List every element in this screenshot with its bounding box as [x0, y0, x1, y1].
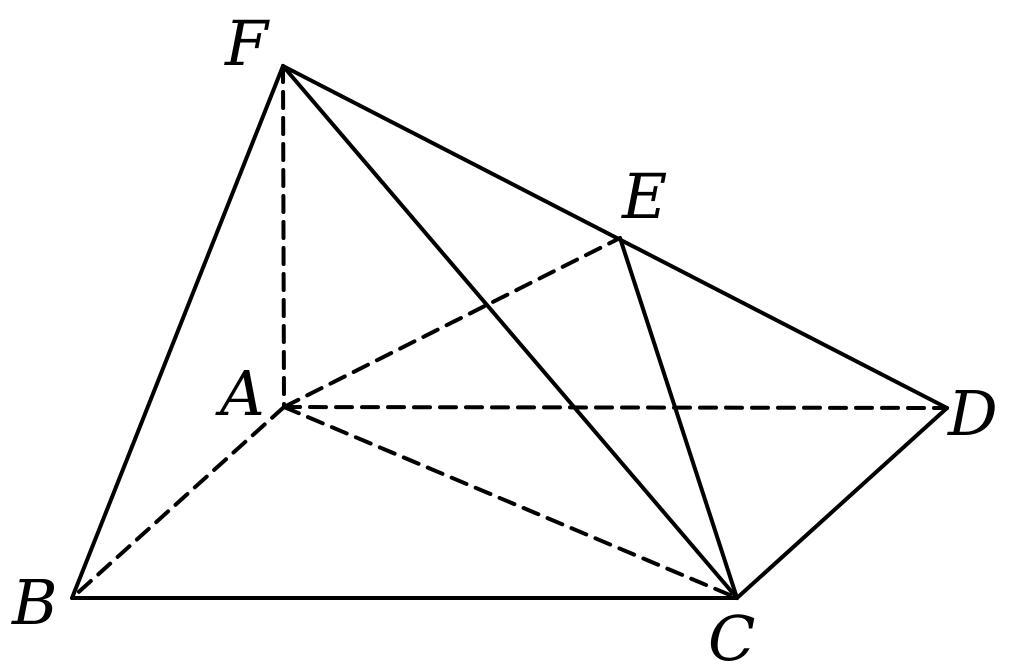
edge-EC	[618, 236, 739, 600]
vertex-label-A: A	[215, 357, 265, 430]
edge-AE	[282, 236, 622, 409]
vertex-label-B: B	[11, 566, 58, 639]
edge-FD	[281, 64, 949, 410]
edge-FC	[281, 64, 739, 600]
vertex-labels: F E A D B C	[11, 7, 998, 671]
vertex-label-F: F	[224, 7, 270, 80]
edge-AB	[70, 405, 286, 600]
edge-DC	[735, 406, 949, 600]
edge-AC	[282, 405, 739, 600]
vertex-label-D: D	[947, 377, 998, 450]
edge-FA	[281, 64, 286, 409]
vertex-label-E: E	[621, 160, 667, 233]
vertex-label-C: C	[708, 602, 755, 671]
edge-FB	[70, 64, 285, 600]
edge-AD	[282, 405, 949, 410]
edges-group	[70, 64, 949, 600]
